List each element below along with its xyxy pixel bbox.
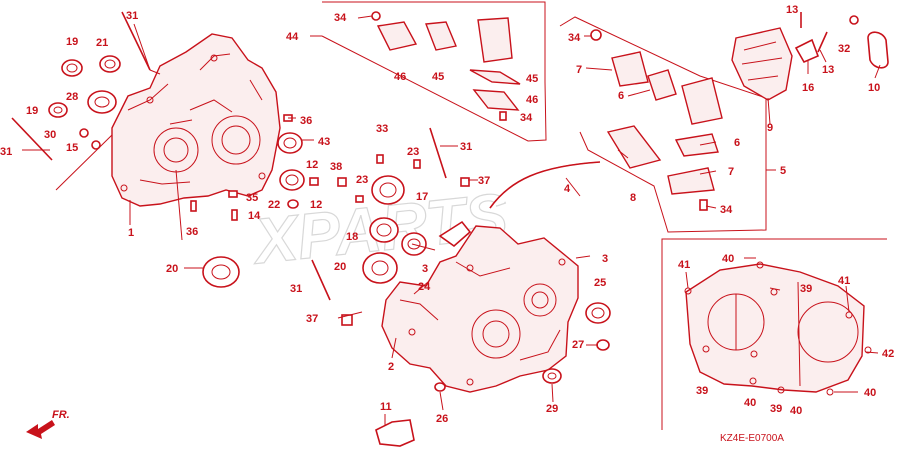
breather-hose (489, 161, 601, 209)
left-crankcase-half (111, 33, 281, 207)
callout-23a: 23 (407, 146, 419, 158)
front-direction-arrow-icon (26, 420, 55, 439)
callout-37b: 37 (306, 313, 318, 325)
callout-18: 18 (346, 231, 358, 243)
callout-38: 38 (330, 161, 342, 173)
callout-32: 32 (838, 43, 850, 55)
callout-6b: 6 (734, 137, 740, 149)
diagram-code: KZ4E-E0700A (720, 433, 784, 444)
callout-41a: 41 (678, 259, 690, 271)
callout-14: 14 (248, 210, 261, 222)
callout-34a: 34 (334, 12, 347, 24)
callout-45a: 45 (432, 71, 444, 83)
gasket-parting (438, 220, 472, 248)
callout-40d: 40 (864, 387, 876, 399)
callout-15: 15 (66, 142, 78, 154)
callout-23b: 23 (356, 174, 368, 186)
callout-34d: 34 (720, 204, 733, 216)
callout-42: 42 (882, 348, 894, 360)
callout-35: 35 (246, 192, 258, 204)
callout-34b: 34 (520, 112, 533, 124)
callout-19b: 19 (26, 105, 38, 117)
callout-44: 44 (286, 31, 299, 43)
callout-21: 21 (96, 37, 108, 49)
callout-24: 24 (418, 281, 431, 293)
callout-39b: 39 (696, 385, 708, 397)
callout-9: 9 (767, 122, 773, 134)
callout-19a: 19 (66, 36, 78, 48)
callout-40a: 40 (722, 253, 734, 265)
callout-25: 25 (594, 277, 606, 289)
leader-lines (22, 15, 881, 426)
callout-3a: 3 (422, 263, 428, 275)
stud-bolt-right (429, 127, 447, 179)
center-bearings-group (341, 154, 611, 392)
bracket (375, 419, 415, 447)
callout-3b: 3 (602, 253, 608, 265)
callout-36b: 36 (186, 226, 198, 238)
callout-6a: 6 (618, 90, 624, 102)
callout-36a: 36 (300, 115, 312, 127)
callout-31d: 31 (290, 283, 302, 295)
callout-5: 5 (780, 165, 786, 177)
callout-2: 2 (388, 361, 394, 373)
callout-1: 1 (128, 227, 134, 239)
callout-46a: 46 (394, 71, 406, 83)
callout-20a: 20 (166, 263, 178, 275)
callout-33: 33 (376, 123, 388, 135)
callout-22: 22 (268, 199, 280, 211)
callout-12b: 12 (310, 199, 322, 211)
callout-40b: 40 (744, 397, 756, 409)
callout-7b: 7 (728, 166, 734, 178)
reed-valve-group-5 (559, 16, 776, 233)
callout-4: 4 (564, 183, 571, 195)
callout-16: 16 (802, 82, 814, 94)
intake-manifold (731, 12, 889, 101)
left-bearings-group (48, 55, 347, 288)
callout-41b: 41 (838, 275, 850, 287)
callout-8: 8 (630, 192, 636, 204)
callout-31c: 31 (460, 141, 472, 153)
callout-11: 11 (380, 401, 392, 413)
callout-12a: 12 (306, 159, 318, 171)
callout-27: 27 (572, 339, 584, 351)
callout-46b: 46 (526, 94, 538, 106)
callout-34c: 34 (568, 32, 581, 44)
callout-31b: 31 (0, 146, 12, 158)
inset-gasket-panel (661, 238, 887, 430)
callout-13b: 13 (822, 64, 834, 76)
callout-40c: 40 (790, 405, 802, 417)
callout-28: 28 (66, 91, 78, 103)
callout-39a: 39 (800, 283, 812, 295)
stud-bolt-lower (311, 259, 331, 301)
callout-45b: 45 (526, 73, 538, 85)
callout-13a: 13 (786, 4, 798, 16)
callout-20b: 20 (334, 261, 346, 273)
stud-bolt-upper (121, 11, 161, 75)
callout-29: 29 (546, 403, 558, 415)
reed-valve-group-44 (310, 1, 547, 142)
callout-10: 10 (868, 82, 880, 94)
callout-31a: 31 (126, 10, 138, 22)
callout-17: 17 (416, 191, 428, 203)
right-crankcase-half (381, 225, 579, 393)
callout-26: 26 (436, 413, 448, 425)
callout-labels: 1 2 3 3 4 5 6 6 7 7 8 9 10 11 12 12 13 1… (0, 4, 894, 425)
callout-39c: 39 (770, 403, 782, 415)
callout-7a: 7 (576, 64, 582, 76)
callout-37a: 37 (478, 175, 490, 187)
direction-label: FR. (52, 409, 70, 421)
callout-43: 43 (318, 136, 330, 148)
callout-30: 30 (44, 129, 56, 141)
stud-bolt-left (11, 117, 53, 161)
